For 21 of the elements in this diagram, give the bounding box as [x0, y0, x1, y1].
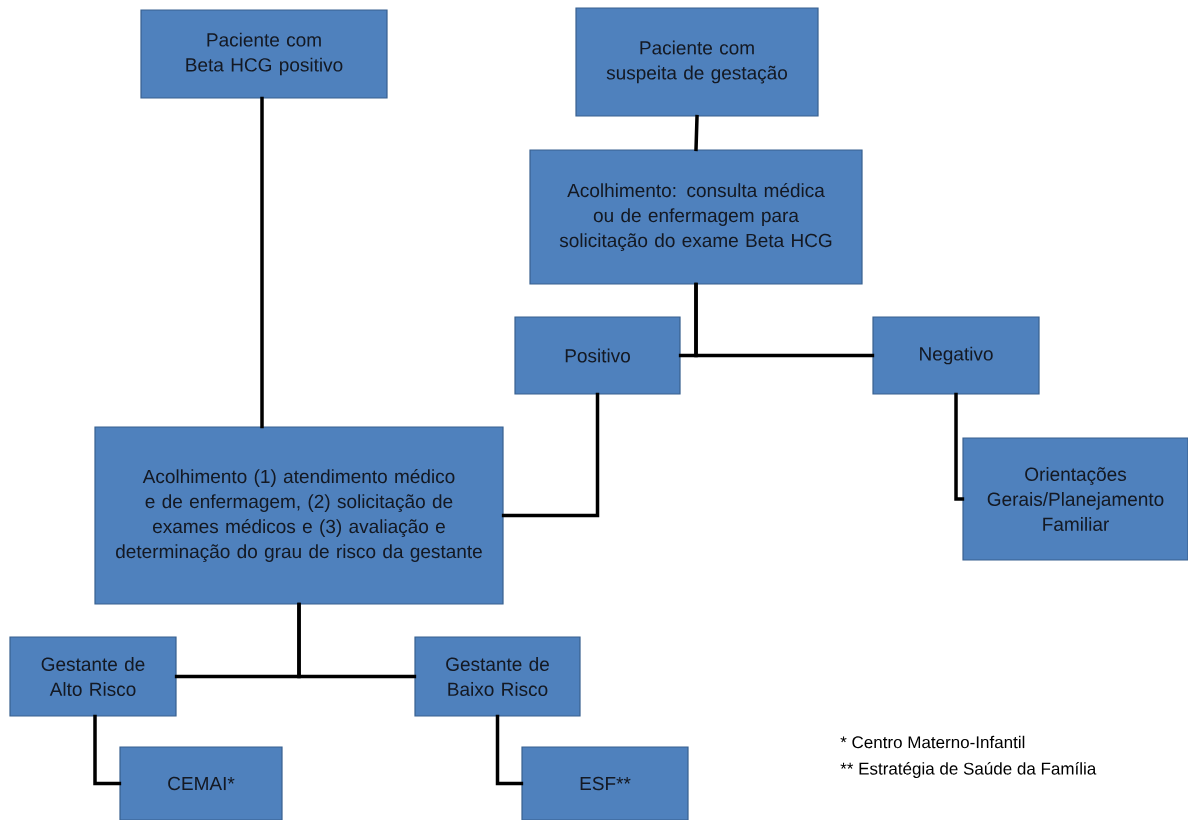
footnote: * Centro Materno-Infantil: [840, 735, 1025, 749]
process-box: Paciente com Beta HCG positivo: [140, 9, 388, 99]
process-box: Gestante de Baixo Risco: [414, 636, 581, 717]
process-box: Paciente com suspeita de gestação: [575, 7, 819, 117]
process-box: Positivo: [514, 316, 681, 395]
connector-line: [93, 714, 122, 786]
process-box: CEMAI*: [119, 746, 283, 820]
connector-line: [260, 96, 264, 429]
connector-line: [694, 282, 875, 358]
connector-line: [501, 392, 600, 518]
footnote: ** Estratégia de Saúde da Família: [840, 762, 1097, 779]
connector-line: [694, 114, 699, 152]
process-box: Acolhimento (1) atendimento médico e de enfermagem, (2) solicitação de exames médicos e (3) avaliação e determinação do grau de risco da gestante: [94, 426, 504, 605]
connector-line: [495, 714, 524, 786]
connector-line: [297, 602, 417, 679]
process-box: Negativo: [872, 316, 1040, 395]
process-box: ESF**: [521, 746, 689, 820]
process-box: Acolhimento: consulta médica ou de enfermagem para solicitação do exame Beta HCG: [529, 149, 863, 285]
process-box: Gestante de Alto Risco: [9, 636, 177, 717]
connector-line: [954, 392, 965, 501]
process-box: Orientações Gerais/Planejamento Familiar: [962, 437, 1188, 561]
